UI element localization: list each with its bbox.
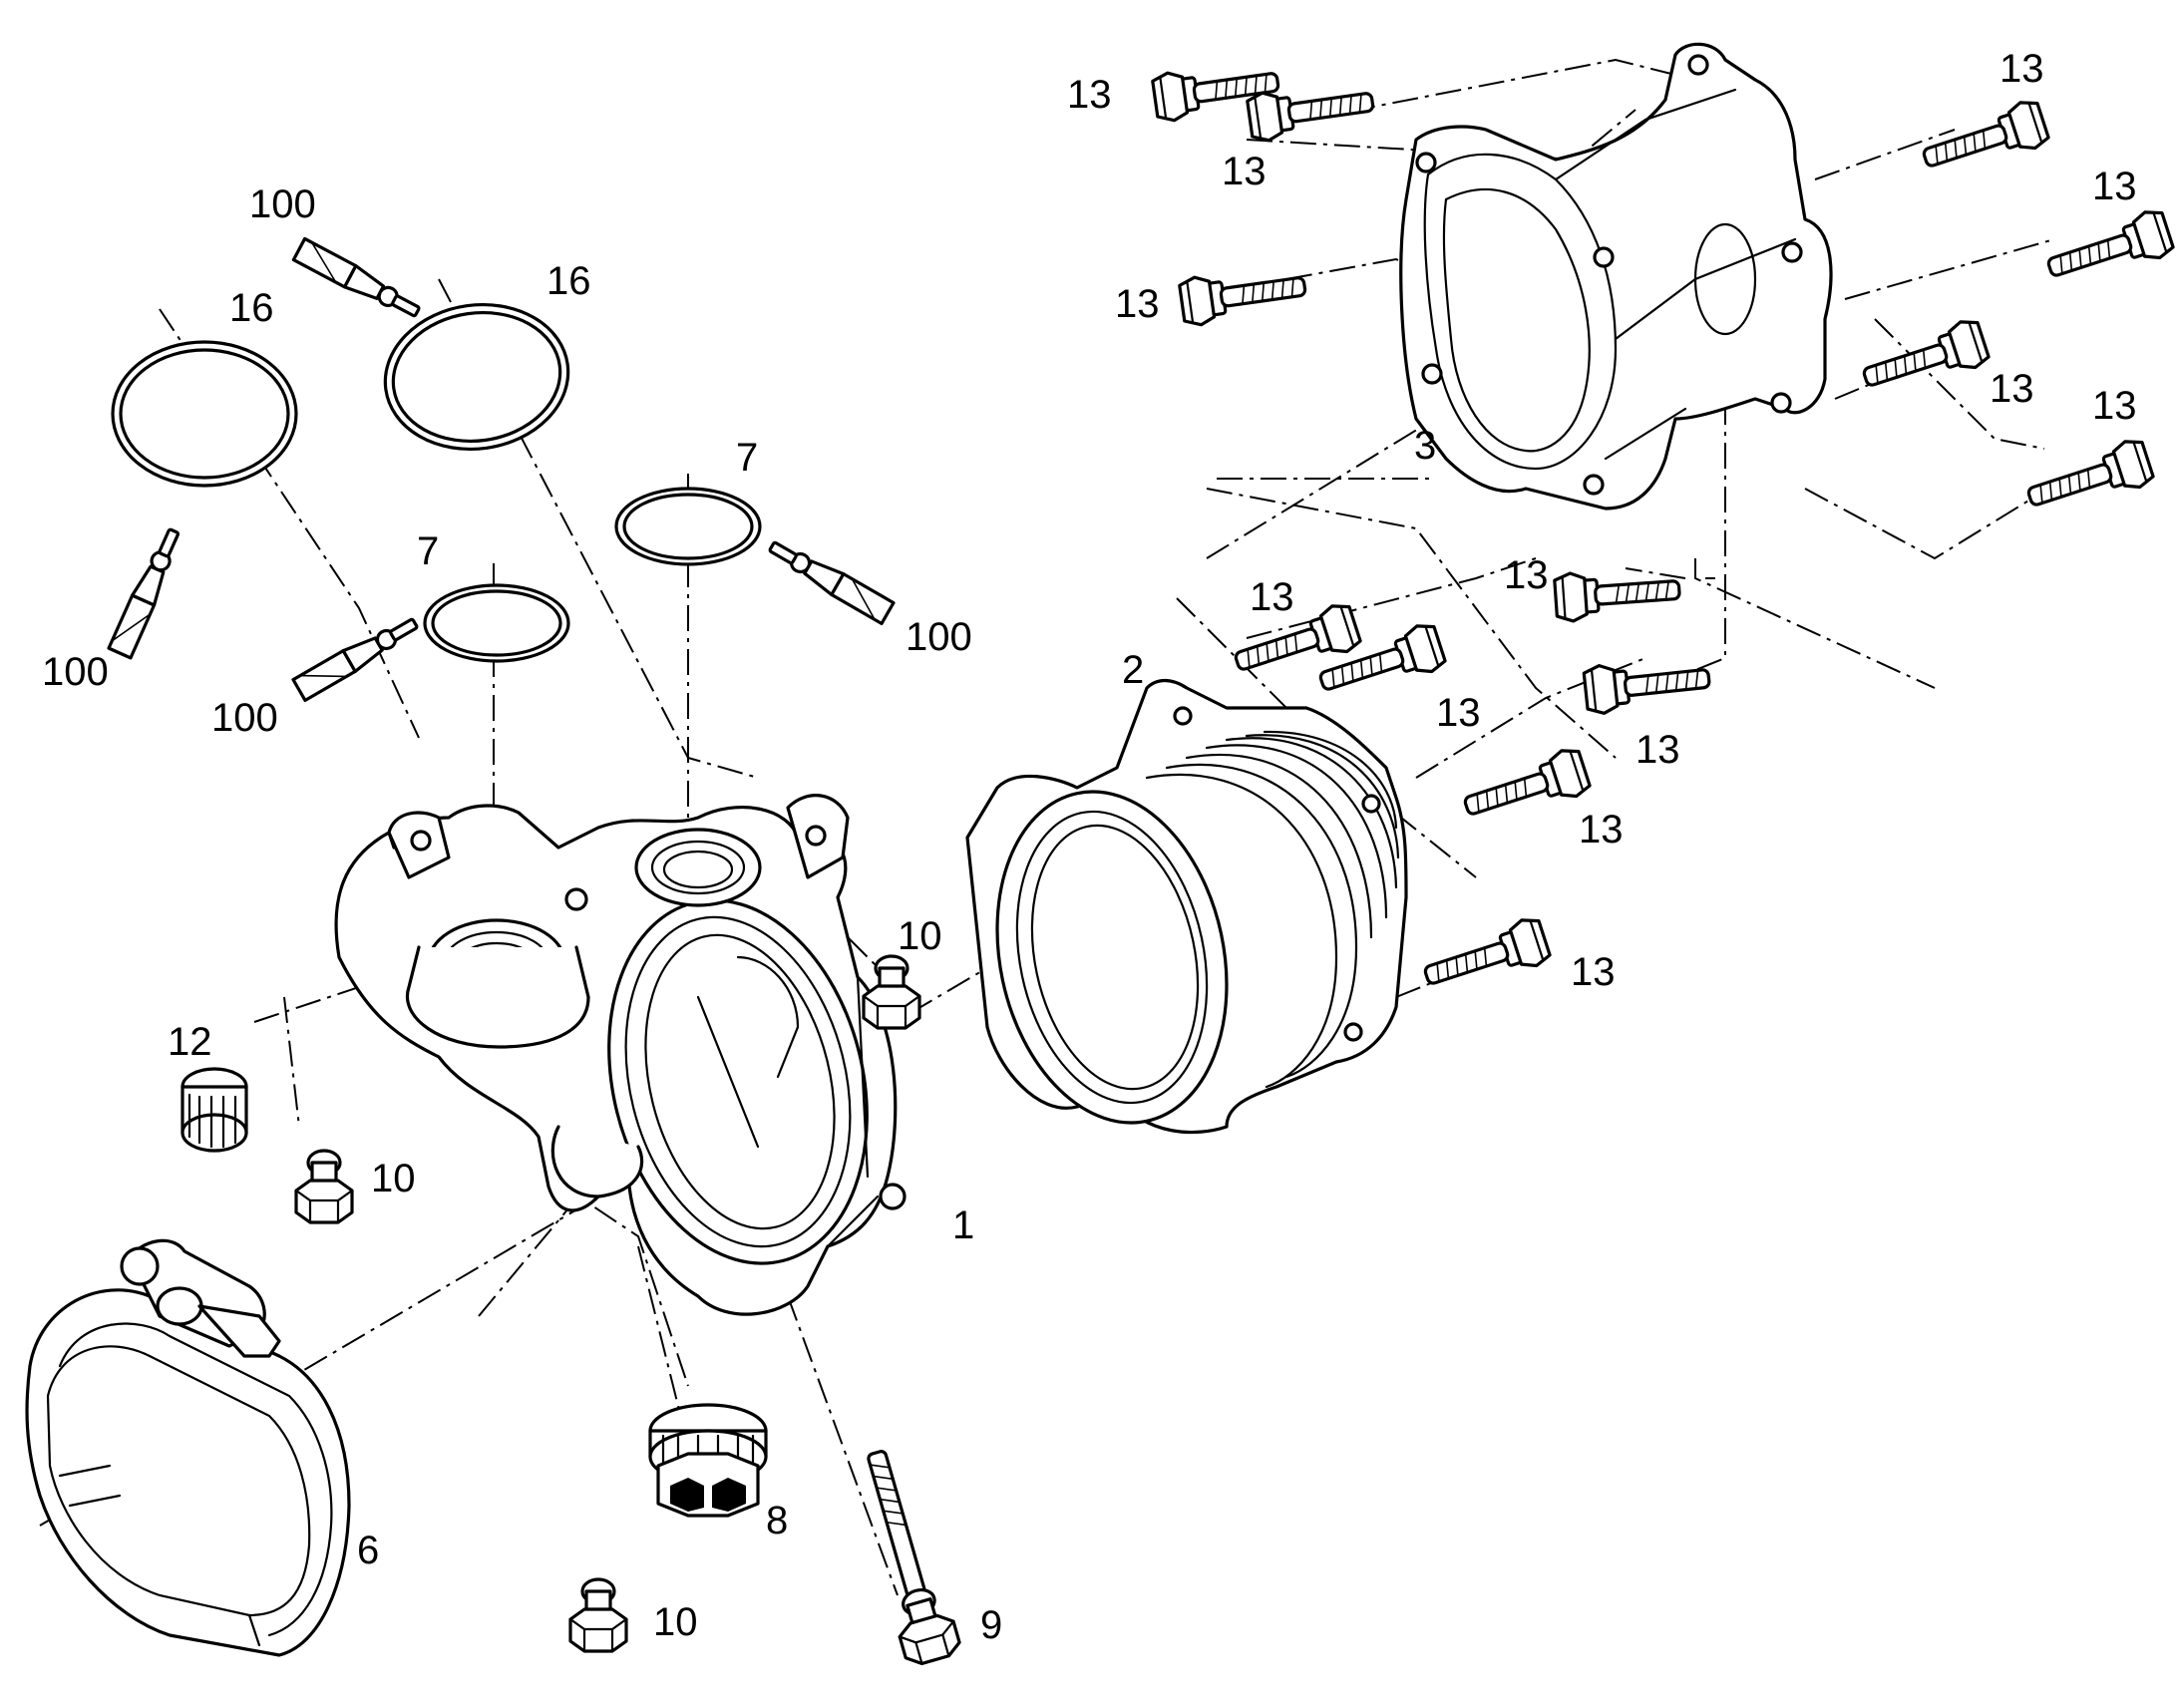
callout-100-top: 100 <box>249 182 316 226</box>
bolt-13-top-c <box>1177 260 1310 329</box>
o-ring-small-left <box>423 583 570 663</box>
bolt-13-right-c <box>1856 315 1993 403</box>
callout-12: 12 <box>168 1020 212 1064</box>
bolt-13-mid-b <box>1582 652 1713 717</box>
bolt-10-right <box>862 954 921 1030</box>
callout-6: 6 <box>357 1529 379 1572</box>
callout-13-i: 13 <box>1250 575 1294 619</box>
callout-100-left: 100 <box>42 650 109 694</box>
callout-13-e: 13 <box>2092 165 2137 208</box>
callout-100-right: 100 <box>906 615 972 659</box>
bolt-13-right-b <box>2040 205 2177 293</box>
long-flange-bolt <box>867 1450 964 1669</box>
plug-12 <box>181 1067 248 1153</box>
callout-13-c: 13 <box>1115 282 1160 326</box>
sealant-tube-middle <box>291 611 423 702</box>
callout-13-f: 13 <box>1990 367 2034 411</box>
callout-100-middle: 100 <box>211 696 278 740</box>
callout-13-g: 13 <box>2092 384 2137 428</box>
callout-7-left: 7 <box>417 529 439 573</box>
callout-1: 1 <box>952 1203 974 1247</box>
callout-8: 8 <box>766 1499 788 1542</box>
o-ring-small-right <box>614 487 762 566</box>
callout-2: 2 <box>1122 648 1144 692</box>
callout-13-b: 13 <box>1222 150 1267 193</box>
bolt-13-bellows-c <box>1457 744 1594 832</box>
sealant-tube-right <box>764 534 896 625</box>
bolt-13-right-a <box>1916 96 2052 183</box>
callout-16-left: 16 <box>229 286 274 330</box>
o-ring-large-left <box>111 340 298 488</box>
callout-13-h: 13 <box>1504 553 1549 597</box>
callout-3: 3 <box>1414 424 1436 468</box>
callout-13-l: 13 <box>1579 808 1624 852</box>
callout-10-left: 10 <box>371 1157 416 1200</box>
exhaust-bellows <box>965 678 1408 1135</box>
bolt-10-bottom <box>568 1577 628 1653</box>
callout-13-a: 13 <box>1067 73 1112 117</box>
callout-13-d: 13 <box>1999 47 2044 91</box>
turbo-outlet-housing <box>334 794 907 1316</box>
bolt-13-right-d <box>2020 435 2157 522</box>
sealant-tube-top <box>291 236 425 325</box>
callout-13-j: 13 <box>1436 691 1481 735</box>
callout-16-right: 16 <box>546 259 591 303</box>
callout-10-right: 10 <box>898 914 942 958</box>
bolt-13-bellows-d <box>1417 913 1554 1001</box>
drain-plug <box>648 1403 768 1518</box>
v-band-clamp <box>25 1238 351 1657</box>
outlet-adapter <box>1399 42 1833 511</box>
callout-13-k: 13 <box>1635 728 1680 772</box>
callout-7-right: 7 <box>736 436 758 480</box>
bolt-10-left <box>294 1149 354 1224</box>
o-ring-large-right <box>374 291 579 463</box>
callout-9: 9 <box>980 1603 1002 1647</box>
callout-labels: 1 2 3 6 7 7 8 9 10 10 10 12 13 13 13 13 … <box>42 47 2137 1647</box>
sealant-tube-left <box>107 524 187 660</box>
callout-10-bottom: 10 <box>653 1600 698 1644</box>
callout-13-m: 13 <box>1571 950 1616 994</box>
